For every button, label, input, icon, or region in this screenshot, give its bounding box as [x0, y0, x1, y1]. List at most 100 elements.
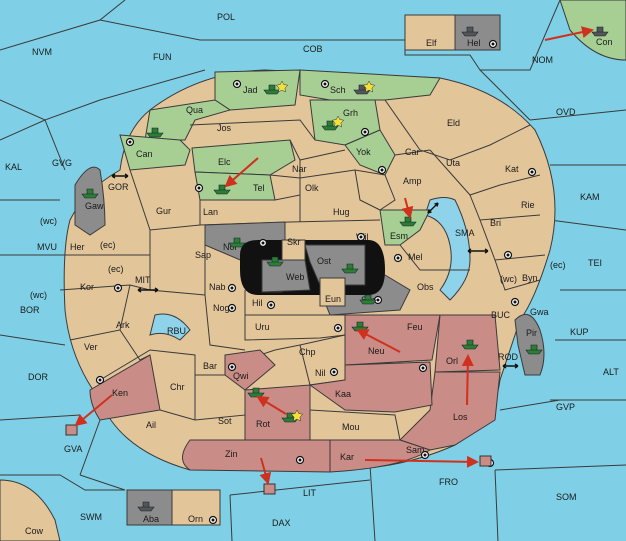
star-icon [331, 115, 345, 128]
svg-text:Car: Car [405, 147, 420, 157]
svg-text:Nog: Nog [213, 303, 230, 313]
svg-text:(wc): (wc) [30, 290, 47, 300]
svg-text:Eun: Eun [325, 294, 341, 304]
svg-text:Uta: Uta [446, 158, 460, 168]
svg-text:Chr: Chr [170, 382, 185, 392]
svg-text:Jos: Jos [217, 123, 232, 133]
svg-text:BUC: BUC [491, 310, 511, 320]
svg-text:KAM: KAM [580, 192, 600, 202]
svg-text:KUP: KUP [570, 327, 589, 337]
province-labels: Jad Sch Qua Jos Grh Can Yok Eld Car Elc … [25, 37, 613, 536]
fleet-icon [321, 120, 339, 131]
svg-text:Grh: Grh [343, 108, 358, 118]
svg-text:MIT: MIT [135, 275, 151, 285]
star-icon [362, 80, 376, 93]
svg-text:NVM: NVM [32, 47, 52, 57]
army-icon [479, 455, 492, 467]
fleet-icon [228, 237, 246, 248]
svg-text:Rot: Rot [256, 419, 271, 429]
svg-text:Mel: Mel [408, 252, 423, 262]
svg-text:Tel: Tel [253, 183, 265, 193]
svg-text:Skr: Skr [287, 237, 301, 247]
svg-text:Can: Can [136, 149, 153, 159]
svg-text:Web: Web [286, 272, 304, 282]
svg-text:Obs: Obs [417, 282, 434, 292]
svg-text:Ark: Ark [116, 320, 130, 330]
svg-text:Orl: Orl [446, 356, 458, 366]
svg-text:Ail: Ail [146, 420, 156, 430]
svg-text:Con: Con [596, 37, 613, 47]
svg-text:Orn: Orn [188, 514, 203, 524]
svg-text:Her: Her [70, 242, 85, 252]
star-icon [290, 409, 304, 422]
fleet-icon [81, 188, 99, 199]
island-boxes [171, 14, 456, 526]
svg-text:Los: Los [453, 412, 468, 422]
fleet-icon [263, 84, 281, 95]
fleet-icon [341, 263, 359, 274]
svg-text:Rie: Rie [521, 200, 535, 210]
svg-text:SWM: SWM [80, 512, 102, 522]
svg-text:GVP: GVP [556, 402, 575, 412]
svg-text:GVA: GVA [64, 444, 82, 454]
svg-text:Sot: Sot [218, 416, 232, 426]
fleet-icon [461, 26, 479, 37]
svg-text:Byn: Byn [522, 273, 538, 283]
svg-text:Nil: Nil [315, 368, 326, 378]
order-arrows [74, 26, 594, 485]
svg-text:FUN: FUN [153, 52, 172, 62]
fleet-icon [146, 127, 164, 138]
svg-text:LIT: LIT [303, 488, 317, 498]
svg-text:OVD: OVD [556, 107, 576, 117]
svg-text:Sch: Sch [330, 85, 346, 95]
center-island [240, 239, 385, 307]
crossing-markers [111, 173, 519, 369]
svg-text:Hil: Hil [252, 298, 263, 308]
sea-labels: POL NVM FUN COB NOM OVD KAL GVG GOR KAM … [5, 12, 619, 528]
svg-text:Nor: Nor [223, 242, 238, 252]
svg-text:DOR: DOR [28, 372, 49, 382]
coast-markers: (wc) (ec) (ec) (wc) (wc) (ec) [30, 216, 566, 300]
svg-text:DAX: DAX [272, 518, 291, 528]
svg-text:Nab: Nab [209, 282, 226, 292]
fleets[interactable] [81, 26, 609, 512]
svg-text:Kor: Kor [80, 282, 94, 292]
svg-text:Nar: Nar [292, 164, 307, 174]
svg-text:Pir: Pir [526, 328, 537, 338]
svg-text:Chp: Chp [299, 347, 316, 357]
army-icon [65, 424, 78, 436]
svg-text:ALT: ALT [603, 367, 619, 377]
svg-text:BOR: BOR [20, 305, 40, 315]
svg-text:Mou: Mou [342, 422, 360, 432]
svg-text:NOM: NOM [532, 55, 553, 65]
svg-text:Qwi: Qwi [233, 371, 249, 381]
svg-text:TEI: TEI [588, 258, 602, 268]
svg-text:Neu: Neu [368, 346, 385, 356]
fleet-icon [591, 26, 609, 37]
svg-text:Jad: Jad [243, 85, 258, 95]
svg-text:Kat: Kat [505, 164, 519, 174]
svg-text:(ec): (ec) [550, 260, 566, 270]
svg-text:Aba: Aba [143, 514, 159, 524]
svg-text:RBU: RBU [167, 326, 186, 336]
fleet-icon [137, 501, 155, 512]
svg-text:KAL: KAL [5, 162, 22, 172]
army-icon [263, 483, 276, 495]
svg-text:Hug: Hug [333, 207, 350, 217]
svg-text:Feu: Feu [407, 322, 423, 332]
svg-text:FRO: FRO [439, 477, 458, 487]
svg-text:Kar: Kar [340, 452, 354, 462]
svg-text:Amp: Amp [403, 176, 422, 186]
svg-text:MVU: MVU [37, 242, 57, 252]
red-regions [89, 314, 501, 473]
svg-text:(ec): (ec) [108, 264, 124, 274]
svg-text:Esm: Esm [390, 231, 408, 241]
svg-text:Kaa: Kaa [335, 389, 351, 399]
svg-text:Gur: Gur [156, 206, 171, 216]
svg-text:Bar: Bar [203, 361, 217, 371]
fleet-icon [266, 256, 284, 267]
fleet-icon [461, 339, 479, 350]
svg-text:(wc): (wc) [500, 274, 517, 284]
svg-text:Ken: Ken [112, 388, 128, 398]
